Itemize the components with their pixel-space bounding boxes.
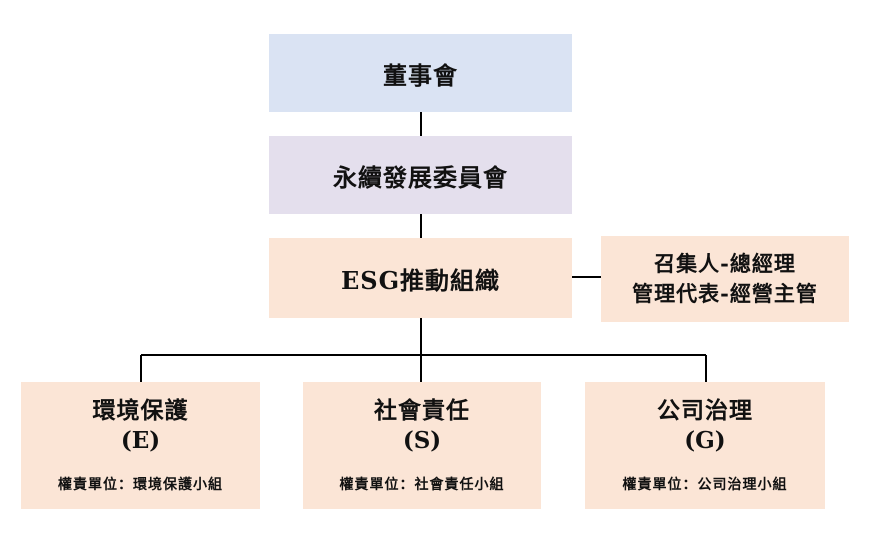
sustainability-committee-node: 永續發展委員會 <box>269 136 572 214</box>
department-unit: 權責單位：環境保護小組 <box>58 477 223 493</box>
esg-organization-node: ESG推動組織 <box>269 238 572 318</box>
department-unit: 權責單位：公司治理小組 <box>622 477 788 493</box>
esg-title: ESG推動組織 <box>340 265 501 295</box>
convener-node: 召集人-總經理 管理代表-經營主管 <box>601 236 849 322</box>
department-social: 社會責任 (S) 權責單位：社會責任小組 <box>303 382 541 509</box>
department-unit: 權責單位：社會責任小組 <box>339 477 505 493</box>
department-code: (S) <box>402 427 442 454</box>
management-representative-line: 管理代表-經營主管 <box>632 281 818 306</box>
convener-line: 召集人-總經理 <box>654 251 796 276</box>
department-code: (G) <box>684 427 726 454</box>
department-code: (E) <box>120 427 161 454</box>
committee-title: 永續發展委員會 <box>333 162 508 192</box>
board-node: 董事會 <box>269 34 572 112</box>
department-name: 公司治理 <box>657 397 753 424</box>
department-name: 社會責任 <box>374 397 470 424</box>
department-governance: 公司治理 (G) 權責單位：公司治理小組 <box>585 382 825 509</box>
board-title: 董事會 <box>383 60 458 90</box>
department-environment: 環境保護 (E) 權責單位：環境保護小組 <box>21 382 260 509</box>
department-name: 環境保護 <box>92 397 189 424</box>
